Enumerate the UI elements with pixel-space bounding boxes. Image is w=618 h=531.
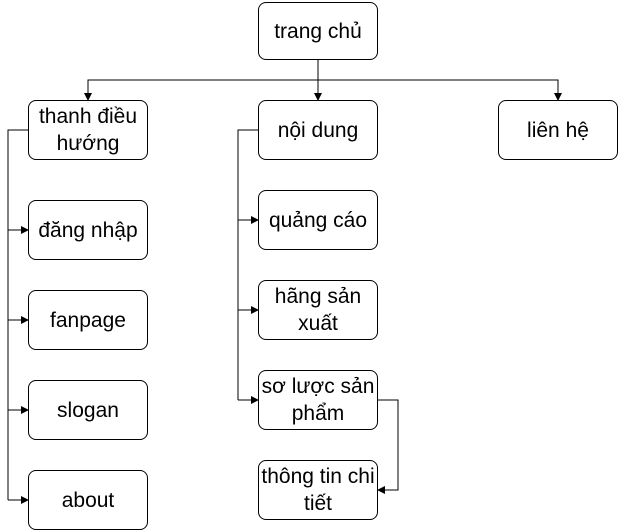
node-about: about: [28, 470, 148, 530]
node-dang-nhap: đăng nhập: [28, 200, 148, 260]
node-hang-san-xuat: hãng sản xuất: [258, 280, 378, 340]
node-thong-tin-chi-tiet: thông tin chi tiết: [258, 460, 378, 520]
connector-summary-to-detail: [377, 399, 399, 494]
connector-nav-spine: [7, 129, 28, 500]
node-noi-dung: nội dung: [258, 100, 378, 160]
node-slogan: slogan: [28, 380, 148, 440]
node-so-luoc-san-pham: sơ lược sản phẩm: [258, 370, 378, 430]
node-quang-cao: quảng cáo: [258, 190, 378, 250]
connector-content-spine: [237, 129, 258, 400]
node-fanpage: fanpage: [28, 290, 148, 350]
node-lien-he: liên hệ: [498, 100, 618, 160]
node-thanh-dieu-huong: thanh điều hướng: [28, 100, 148, 160]
connector-root-to-nav: [84, 60, 319, 101]
connector-root-to-contact: [318, 79, 562, 101]
node-trang-chu: trang chủ: [258, 2, 378, 60]
